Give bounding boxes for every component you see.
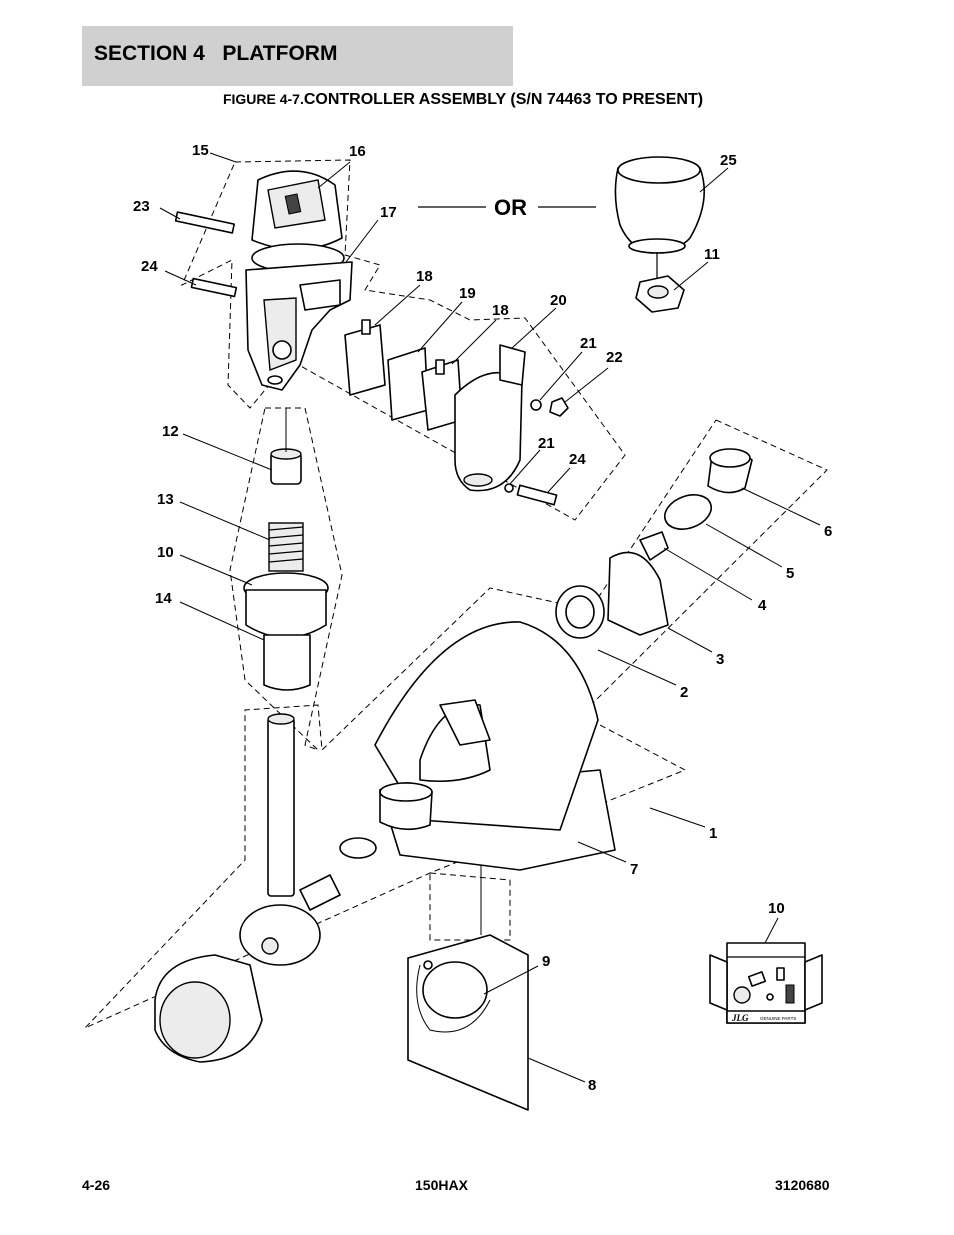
callout-label: 18 [416, 268, 433, 285]
switch-group [344, 319, 569, 506]
spring-column [243, 448, 329, 897]
callout-label: 22 [606, 349, 623, 366]
figure-caption: CONTROLLER ASSEMBLY (S/N 74463 TO PRESEN… [303, 91, 704, 108]
document-number: 3120680 [775, 1177, 830, 1193]
callouts: 15 16 23 17 25 24 11 18 19 18 20 21 22 1… [133, 142, 832, 1094]
callout-label: 15 [192, 142, 209, 159]
callout-label: 25 [720, 152, 737, 169]
callout-label: 6 [824, 523, 832, 540]
callout-label: 18 [492, 302, 509, 319]
callout-label: 24 [569, 451, 586, 468]
callout-label: 21 [580, 335, 597, 352]
callout-label: 14 [155, 590, 172, 607]
callout-label: 21 [538, 435, 555, 452]
callout-label: 8 [588, 1077, 596, 1094]
main-housing [339, 621, 616, 871]
alternate-knob [614, 156, 706, 313]
callout-label: 1 [709, 825, 717, 842]
callout-label: 23 [133, 198, 150, 215]
hardware-kit: JLG GENUINE PARTS [709, 942, 823, 1024]
kit-brand: JLG [731, 1013, 749, 1023]
figure-number: FIGURE 4-7. [222, 91, 304, 107]
callout-label: 24 [141, 258, 158, 275]
section-title: SECTION 4 PLATFORM [94, 42, 338, 65]
callout-label: 10 [768, 900, 785, 917]
leader-lines [159, 152, 821, 1083]
callout-label: 10 [157, 544, 174, 561]
figure-title: FIGURE 4-7.CONTROLLER ASSEMBLY (S/N 7446… [0, 91, 926, 109]
section-header-bar: SECTION 4 PLATFORM [82, 26, 513, 86]
page-number: 4-26 [82, 1177, 111, 1193]
callout-label: 4 [758, 597, 767, 614]
callout-label: 9 [542, 953, 550, 970]
lever-parts [555, 448, 753, 639]
callout-label: 13 [157, 491, 174, 508]
callout-label: 11 [704, 246, 720, 263]
callout-label: 7 [630, 861, 638, 878]
callout-label: 17 [380, 204, 397, 221]
bottom-cups [154, 874, 341, 1063]
callout-label: 2 [680, 684, 688, 701]
callout-label: 3 [716, 651, 724, 668]
callout-label: 19 [459, 285, 476, 302]
assembly-outlines [84, 159, 828, 1029]
callout-label: 20 [550, 292, 567, 309]
callout-label: 5 [786, 565, 794, 582]
or-label: OR [494, 195, 527, 220]
handle-assembly [174, 170, 353, 391]
model-name: 150HAX [415, 1177, 468, 1193]
callout-label: 16 [349, 143, 366, 160]
sensor-plate [407, 934, 529, 1111]
kit-label: GENUINE PARTS [760, 1016, 796, 1021]
callout-label: 12 [162, 423, 179, 440]
